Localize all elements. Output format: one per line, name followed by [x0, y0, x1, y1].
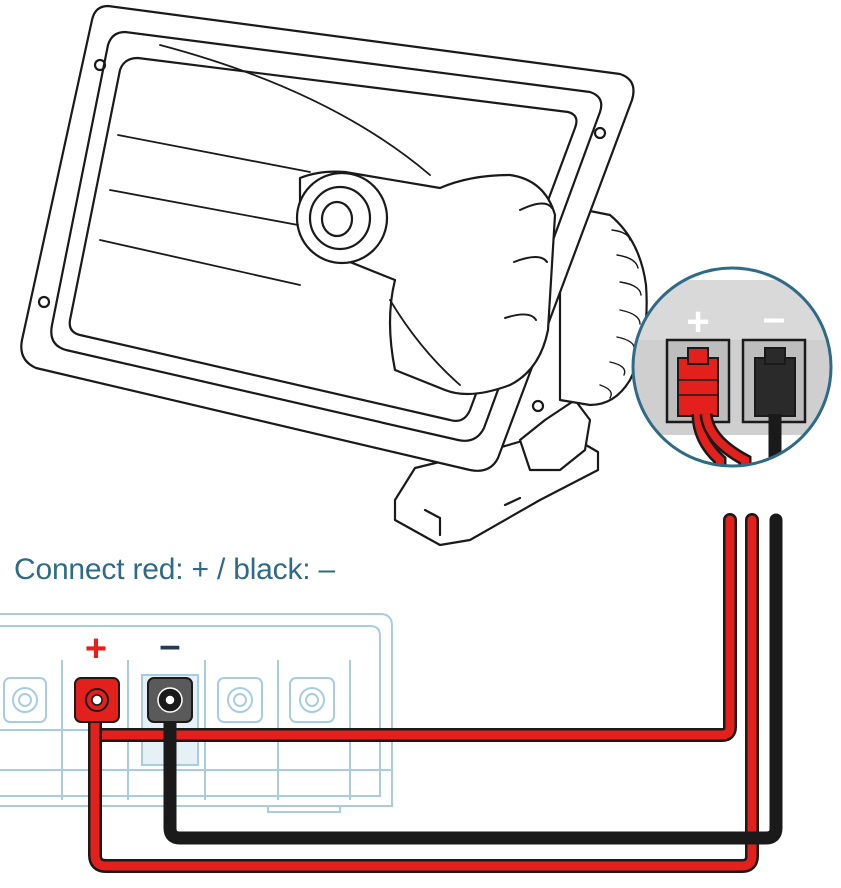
terminal-screw: [299, 687, 325, 713]
amp-plus-terminal: [74, 677, 120, 723]
inset-red-wire-2-fill: [702, 413, 749, 466]
speaker-screw-hole: [37, 295, 51, 309]
speaker-throat-center: [320, 200, 354, 238]
terminal-screw-inner: [305, 693, 319, 707]
speaker-screw-hole: [93, 58, 107, 72]
inset-ring: [631, 266, 833, 468]
inset-black-connector: [754, 357, 796, 417]
red-wire-loop: [90, 515, 757, 871]
speaker-screw-hole: [531, 399, 545, 413]
terminal-screw: [227, 687, 253, 713]
amp-plus-label: +: [85, 628, 107, 670]
speaker-bracket-arm: [518, 398, 592, 472]
speaker-throat-ring-inner: [308, 185, 372, 251]
speaker-horn-mouth: [68, 56, 578, 422]
inset-black-connector-tab: [764, 347, 786, 365]
horn-speaker-icon: [20, 4, 648, 547]
amp-minus-terminal: [147, 677, 193, 723]
inset-terminal-top: [633, 280, 831, 340]
terminal-pad: [217, 677, 263, 723]
terminal-strip-icon: [0, 613, 393, 813]
terminal-screw-inner: [233, 693, 247, 707]
connection-caption: Connect red: + / black: –: [14, 553, 336, 586]
terminal-screw: [12, 687, 38, 713]
inset-red-connector: [677, 357, 719, 417]
terminal-strip-outline-inner: [0, 625, 381, 797]
terminal-pad: [289, 677, 335, 723]
terminal-pad: [3, 677, 47, 723]
magnifier-inset-icon: + –: [631, 266, 833, 468]
terminal-screw-inner: [18, 693, 32, 707]
inset-red-connector-tab: [687, 347, 709, 365]
speaker-base-slot: [423, 496, 522, 537]
inset-minus-label: –: [763, 296, 785, 340]
speaker-driver-ribs: [599, 229, 642, 399]
red-wire: [90, 515, 735, 740]
amp-minus-label: –: [159, 625, 180, 667]
inset-plus-label: +: [686, 300, 709, 344]
black-wire: [163, 513, 783, 845]
terminal-strip-bottom: [267, 806, 341, 813]
speaker-screw-hole: [593, 126, 607, 140]
inset-red-connector-ribs: [678, 379, 718, 396]
speaker-driver-clips: [504, 202, 553, 321]
wires: [88, 513, 783, 873]
speaker-flare-lines: [99, 44, 461, 386]
terminal-strip-outline-outer: [0, 613, 393, 807]
inset-red-wire-fill: [694, 413, 724, 466]
